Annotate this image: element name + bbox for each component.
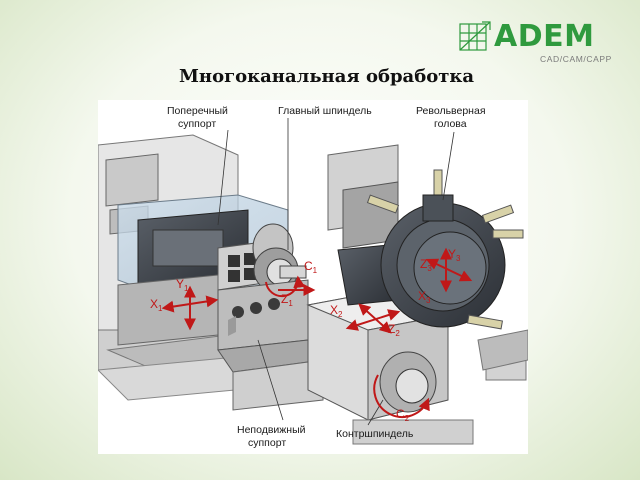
fixed-slide-unit — [217, 279, 324, 411]
axis-z2-label: Z2 — [388, 322, 400, 338]
diagram-labels: Поперечный суппорт Главный шпиндель Рево… — [167, 105, 486, 449]
machine-diagram: Поперечный суппорт Главный шпиндель Рево… — [98, 100, 528, 454]
label-cross-slide-line2: суппорт — [178, 118, 216, 130]
slide-title: Многоканальная обработка — [179, 66, 475, 87]
label-main-spindle: Главный шпиндель — [278, 105, 372, 117]
label-turret-line1: Револьверная — [416, 105, 486, 117]
label-fixed-slide-line1: Неподвижный — [237, 424, 306, 436]
axis-z1-label: Z1 — [281, 292, 293, 308]
label-cross-slide-line1: Поперечный — [167, 105, 228, 117]
axis-x1-label: X1 — [150, 297, 163, 313]
axis-x3-label: X3 — [418, 289, 431, 305]
logo-wordmark: ADEM — [494, 19, 595, 54]
label-counter-spindle: Контршпиндель — [336, 428, 414, 440]
axis-y1-label: Y1 — [176, 277, 189, 293]
axis-c2-arrow — [373, 374, 430, 418]
axis-y3-label: Y3 — [448, 247, 461, 263]
axis-labels: Y1 X1 Z1 C1 X2 Z2 C2 Z3 Y3 X3 — [150, 247, 461, 423]
axis-z3-label: Z3 — [420, 257, 432, 273]
adem-logo: ADEM CAD/CAM/CAPP — [458, 18, 618, 66]
axis-c1-label: C1 — [304, 259, 318, 275]
leader-lines — [217, 118, 455, 426]
counter-spindle-unit — [306, 289, 474, 445]
logo-grid-icon — [459, 21, 491, 51]
lathe-illustration: Поперечный суппорт Главный шпиндель Рево… — [98, 105, 528, 449]
axis-c2-label: C2 — [396, 407, 410, 423]
axis-c1-arrow — [265, 275, 306, 298]
axis-arrows — [161, 247, 473, 418]
label-turret-line2: голова — [434, 118, 467, 130]
axis-x2-arrow — [345, 309, 401, 331]
axis-x2-label: X2 — [330, 303, 343, 319]
axis-x1-arrow — [161, 295, 219, 313]
logo-subtitle: CAD/CAM/CAPP — [540, 54, 612, 64]
axis-z3-arrow — [425, 258, 473, 282]
label-fixed-slide-line2: суппорт — [248, 437, 286, 449]
